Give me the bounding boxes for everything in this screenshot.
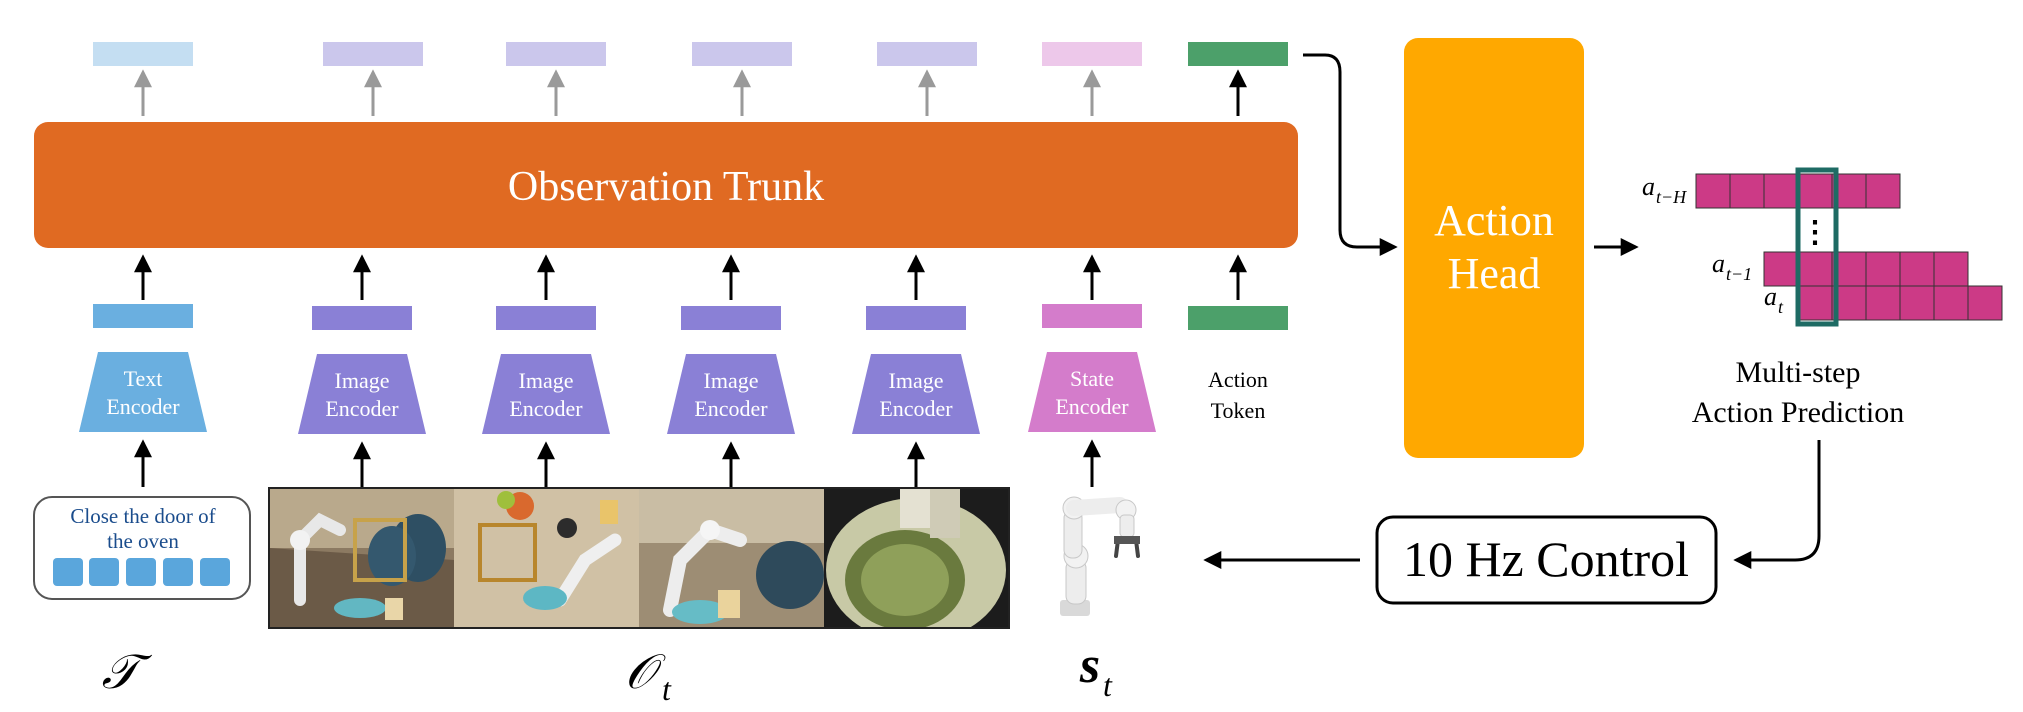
state-encoder-line1: State — [1070, 366, 1114, 391]
prediction-label-line1: Multi-step — [1736, 356, 1861, 389]
prediction-ellipsis: ⋮ — [1800, 216, 1830, 249]
instruction-token — [163, 558, 193, 586]
action-token — [1188, 306, 1288, 330]
text-output-token — [93, 42, 193, 66]
prediction-row-bottom — [1797, 285, 2003, 321]
observation-trunk-label: Observation Trunk — [508, 164, 824, 210]
image-encoder-2: Image Encoder — [482, 354, 610, 434]
row-label-bottom-sub: t — [1778, 297, 1784, 317]
image-output-token-2 — [506, 42, 606, 66]
row-label-mid-sub: t−1 — [1726, 264, 1752, 284]
image-token-2 — [496, 306, 596, 330]
camera-view-1 — [269, 488, 454, 628]
text-encoder-line2: Encoder — [106, 394, 180, 419]
row-label-mid-main: a — [1712, 249, 1725, 278]
action-head-line2: Head — [1448, 249, 1541, 298]
instruction-box: Close the door of the oven — [33, 496, 251, 600]
state-token — [1042, 304, 1142, 328]
instruction-line1: Close the door of — [70, 504, 215, 528]
prediction-label-line2: Action Prediction — [1692, 396, 1904, 429]
observation-symbol-main: 𝒪 — [625, 646, 666, 699]
observation-symbol: 𝒪 t — [625, 646, 672, 707]
camera-view-3 — [639, 488, 824, 628]
control-box — [1375, 515, 1718, 605]
instruction-token — [89, 558, 119, 586]
camera-strip-border — [268, 487, 1010, 629]
action-head-line1: Action — [1434, 196, 1554, 245]
instruction-line2: the oven — [107, 529, 179, 553]
action-token-label-line1: Action — [1208, 367, 1268, 392]
row-label-top-main: a — [1642, 172, 1655, 201]
image-encoder-line2: Encoder — [879, 396, 953, 421]
image-token-1 — [312, 306, 412, 330]
encoder-input-arrows — [134, 439, 1101, 487]
action-head — [1404, 38, 1584, 458]
instruction-token — [53, 558, 83, 586]
prediction-grid — [1695, 167, 2003, 327]
image-encoder-4: Image Encoder — [852, 354, 980, 434]
image-output-token-3 — [692, 42, 792, 66]
camera-view-4 — [824, 488, 1009, 628]
action-token-label-line2: Token — [1211, 398, 1266, 423]
text-token — [93, 304, 193, 328]
prediction-highlight — [1795, 167, 1839, 327]
instruction-token — [126, 558, 156, 586]
control-label: 10 Hz Control — [1403, 531, 1689, 587]
image-encoder-line1: Image — [519, 368, 574, 393]
image-encoder-line1: Image — [335, 368, 390, 393]
observation-symbol-sub: t — [662, 671, 672, 707]
trunk-output-arrows — [134, 69, 1247, 116]
image-output-token-4 — [877, 42, 977, 66]
row-label-top: a t−H — [1642, 172, 1687, 207]
trunk-to-head-arrow — [1303, 53, 1398, 256]
image-token-4 — [866, 306, 966, 330]
image-encoder-line1: Image — [889, 368, 944, 393]
state-symbol: s t — [1079, 637, 1113, 703]
prediction-to-control-arrow — [1733, 440, 1821, 569]
trunk-input-arrows — [134, 254, 1247, 300]
state-encoder: State Encoder — [1028, 352, 1156, 432]
image-encoder-line2: Encoder — [509, 396, 583, 421]
camera-view-2 — [454, 488, 639, 628]
row-label-top-sub: t−H — [1656, 187, 1687, 207]
text-encoder-line1: Text — [124, 366, 163, 391]
image-token-3 — [681, 306, 781, 330]
text-encoder: Text Encoder — [79, 352, 207, 432]
robot-arm-icon — [1060, 496, 1140, 616]
image-encoder-3: Image Encoder — [667, 354, 795, 434]
observation-trunk — [34, 122, 1298, 248]
image-encoder-line2: Encoder — [325, 396, 399, 421]
image-encoder-line1: Image — [704, 368, 759, 393]
instruction-token — [200, 558, 230, 586]
row-label-bottom: a t — [1764, 282, 1784, 317]
image-encoder-line2: Encoder — [694, 396, 768, 421]
image-encoder-1: Image Encoder — [298, 354, 426, 434]
row-label-bottom-main: a — [1764, 282, 1777, 311]
state-encoder-line2: Encoder — [1055, 394, 1129, 419]
state-symbol-sub: t — [1103, 667, 1113, 703]
action-output-token — [1188, 42, 1288, 66]
state-symbol-main: s — [1079, 637, 1100, 694]
image-output-token-1 — [323, 42, 423, 66]
state-output-token — [1042, 42, 1142, 66]
task-symbol: 𝒯 — [102, 646, 153, 699]
prediction-row-mid — [1763, 251, 1969, 287]
row-label-mid: a t−1 — [1712, 249, 1752, 284]
